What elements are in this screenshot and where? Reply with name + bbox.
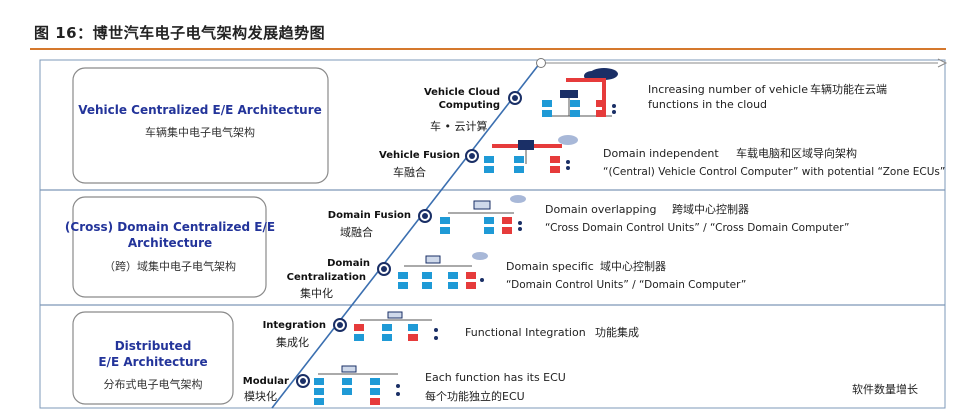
stage-vehicle-fusion-desc-zh: 车载电脑和区域导向架构 — [736, 146, 857, 160]
stage-integration-en: Integration — [263, 320, 326, 331]
stage-vehicle-fusion-en: Vehicle Fusion — [379, 150, 460, 161]
stage-domain-centralization-desc-en: Domain specific — [506, 260, 594, 273]
progression-end-circle — [536, 58, 546, 68]
stage-vehicle-fusion-zh: 车融合 — [393, 165, 426, 179]
ecu-network-icon-cloud — [542, 68, 618, 117]
title-rule — [30, 48, 946, 50]
ecu-network-icon-domain-fusion — [440, 195, 526, 234]
stage-marker-integration — [333, 318, 347, 332]
stage-modular-desc-en: Each function has its ECU — [425, 371, 566, 384]
stage-cloud-desc-en2: functions in the cloud — [648, 98, 767, 111]
progression-line — [271, 62, 541, 409]
stage-marker-domain-fusion — [418, 209, 432, 223]
stage-cloud-en2: Computing — [439, 100, 500, 111]
category-domain-zh: （跨）域集中电子电气架构 — [104, 259, 236, 273]
ecu-network-icon-vehicle-fusion — [484, 135, 578, 173]
top-arrow-head — [937, 58, 948, 68]
stage-domain-centralization-en: Domain — [327, 258, 370, 269]
category-distributed-en2: E/E Architecture — [98, 355, 207, 369]
stage-cloud-desc-en: Increasing number of vehicle — [648, 83, 808, 96]
category-vehicle-en: Vehicle Centralized E/E Architecture — [78, 103, 322, 117]
category-domain-en: (Cross) Domain Centralized E/E — [65, 220, 275, 234]
stage-modular-zh: 模块化 — [244, 389, 277, 403]
stage-domain-centralization-desc-zh: 域中心控制器 — [600, 259, 666, 273]
stage-cloud-zh: 车 • 云计算 — [430, 119, 487, 133]
category-box-vehicle — [72, 67, 329, 184]
stage-domain-fusion-en: Domain Fusion — [328, 210, 411, 221]
category-domain-en2: Architecture — [128, 236, 212, 250]
stage-modular-desc-zh: 每个功能独立的ECU — [425, 389, 525, 403]
stage-marker-vehicle-fusion — [465, 149, 479, 163]
stage-marker-cloud — [508, 91, 522, 105]
stage-domain-centralization-desc-en2: “Domain Control Units” / “Domain Compute… — [506, 279, 746, 291]
stage-vehicle-fusion-desc-en: Domain independent — [603, 147, 719, 160]
category-box-domain — [72, 196, 267, 298]
stage-integration-zh: 集成化 — [276, 335, 309, 349]
category-vehicle-zh: 车辆集中电子电气架构 — [145, 125, 255, 139]
stage-domain-fusion-desc-en2: “Cross Domain Control Units” / “Cross Do… — [545, 222, 849, 234]
stage-domain-fusion-desc-zh: 跨域中心控制器 — [672, 202, 749, 216]
diagram-frame — [39, 59, 946, 409]
stage-marker-domain-centralization — [377, 262, 391, 276]
category-distributed-en: Distributed — [115, 339, 192, 353]
axis-label: 软件数量增长 — [852, 382, 918, 396]
stage-domain-centralization-en2: Centralization — [287, 272, 366, 283]
category-box-distributed — [72, 311, 234, 405]
stage-vehicle-fusion-desc-en2: “(Central) Vehicle Control Computer” wit… — [603, 166, 945, 178]
stage-domain-fusion-zh: 域融合 — [340, 225, 373, 239]
figure-title: 图 16：博世汽车电子电气架构发展趋势图 — [34, 24, 326, 42]
stage-cloud-en: Vehicle Cloud — [424, 87, 500, 98]
stage-integration-desc-en: Functional Integration — [465, 326, 586, 339]
stage-domain-fusion-desc-en: Domain overlapping — [545, 203, 656, 216]
stage-domain-centralization-zh: 集中化 — [300, 286, 333, 300]
ecu-network-icon-modular — [314, 365, 400, 405]
stage-cloud-desc-zh: 车辆功能在云端 — [810, 82, 887, 96]
ecu-network-icon-domain-centralization — [398, 252, 488, 289]
ecu-network-icon-integration — [354, 311, 438, 341]
stage-integration-desc-zh: 功能集成 — [595, 325, 639, 339]
stage-marker-modular — [296, 374, 310, 388]
stage-modular-en: Modular — [243, 376, 289, 387]
category-distributed-zh: 分布式电子电气架构 — [104, 377, 203, 391]
